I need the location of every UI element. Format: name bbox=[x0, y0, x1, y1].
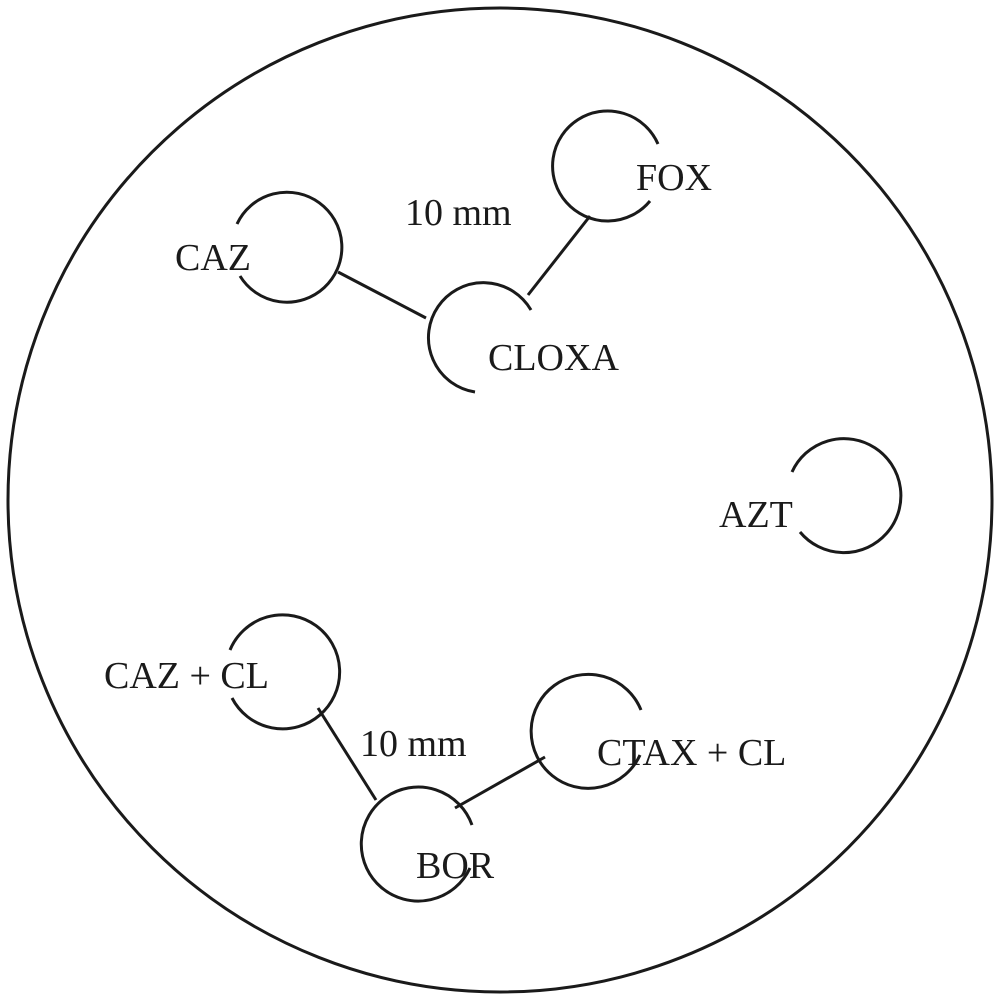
label-bor: BOR bbox=[416, 845, 495, 887]
disc-bor bbox=[359, 785, 474, 903]
label-caz-cl: CAZ + CL bbox=[104, 655, 269, 697]
label-cloxa: CLOXA bbox=[488, 337, 619, 379]
petri-plate bbox=[6, 6, 994, 994]
disc-caz-cl bbox=[228, 613, 342, 731]
connector-bor-ctaxcl bbox=[454, 755, 546, 810]
connector-caz-cloxa bbox=[337, 270, 427, 320]
label-caz: CAZ bbox=[175, 237, 251, 279]
label-azt: AZT bbox=[719, 494, 793, 536]
connector-cloxa-fox bbox=[526, 215, 592, 296]
connector-cazcl-bor bbox=[316, 707, 378, 801]
disc-cloxa bbox=[427, 281, 533, 394]
label-ctax-cl: CTAX + CL bbox=[597, 732, 786, 774]
disc-ctax-cl bbox=[529, 672, 643, 790]
label-distance-bottom: 10 mm bbox=[360, 723, 467, 765]
disc-fox bbox=[551, 109, 660, 223]
label-distance-top: 10 mm bbox=[405, 192, 512, 234]
disc-azt bbox=[790, 437, 903, 555]
label-fox: FOX bbox=[636, 157, 712, 199]
disc-caz bbox=[235, 190, 344, 304]
